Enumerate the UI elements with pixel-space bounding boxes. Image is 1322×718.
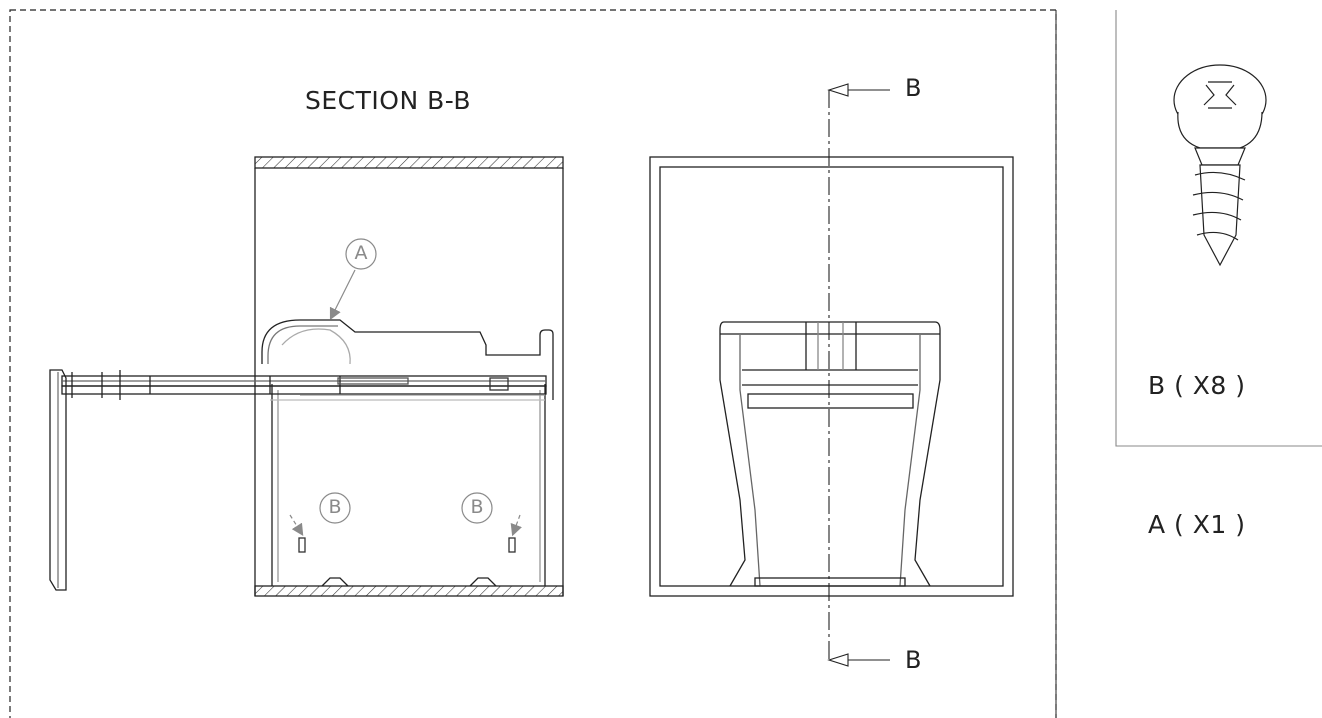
part-a-quantity: A ( X1 )	[1148, 510, 1246, 539]
parts-panel-border	[1115, 10, 1322, 447]
part-b-quantity: B ( X8 )	[1148, 371, 1246, 400]
callout-a-label: A	[354, 242, 368, 264]
callout-leaders	[289, 238, 522, 537]
section-cut-line	[827, 83, 890, 667]
detail-frame	[9, 9, 1057, 718]
callout-b-right-label: B	[470, 496, 484, 518]
cut-label-top: B	[905, 74, 922, 102]
section-view	[49, 156, 564, 597]
callout-b-left-label: B	[328, 496, 342, 518]
bottom-panel-hatch	[254, 585, 564, 597]
section-title: SECTION B-B	[305, 86, 472, 115]
callout-b-left-circle	[319, 492, 351, 524]
front-view	[649, 156, 1014, 597]
callout-b-right-circle	[461, 492, 493, 524]
screw-icon	[1173, 64, 1267, 267]
callout-a-circle	[345, 238, 377, 270]
cut-label-bottom: B	[905, 646, 922, 674]
top-panel-hatch	[254, 156, 564, 169]
